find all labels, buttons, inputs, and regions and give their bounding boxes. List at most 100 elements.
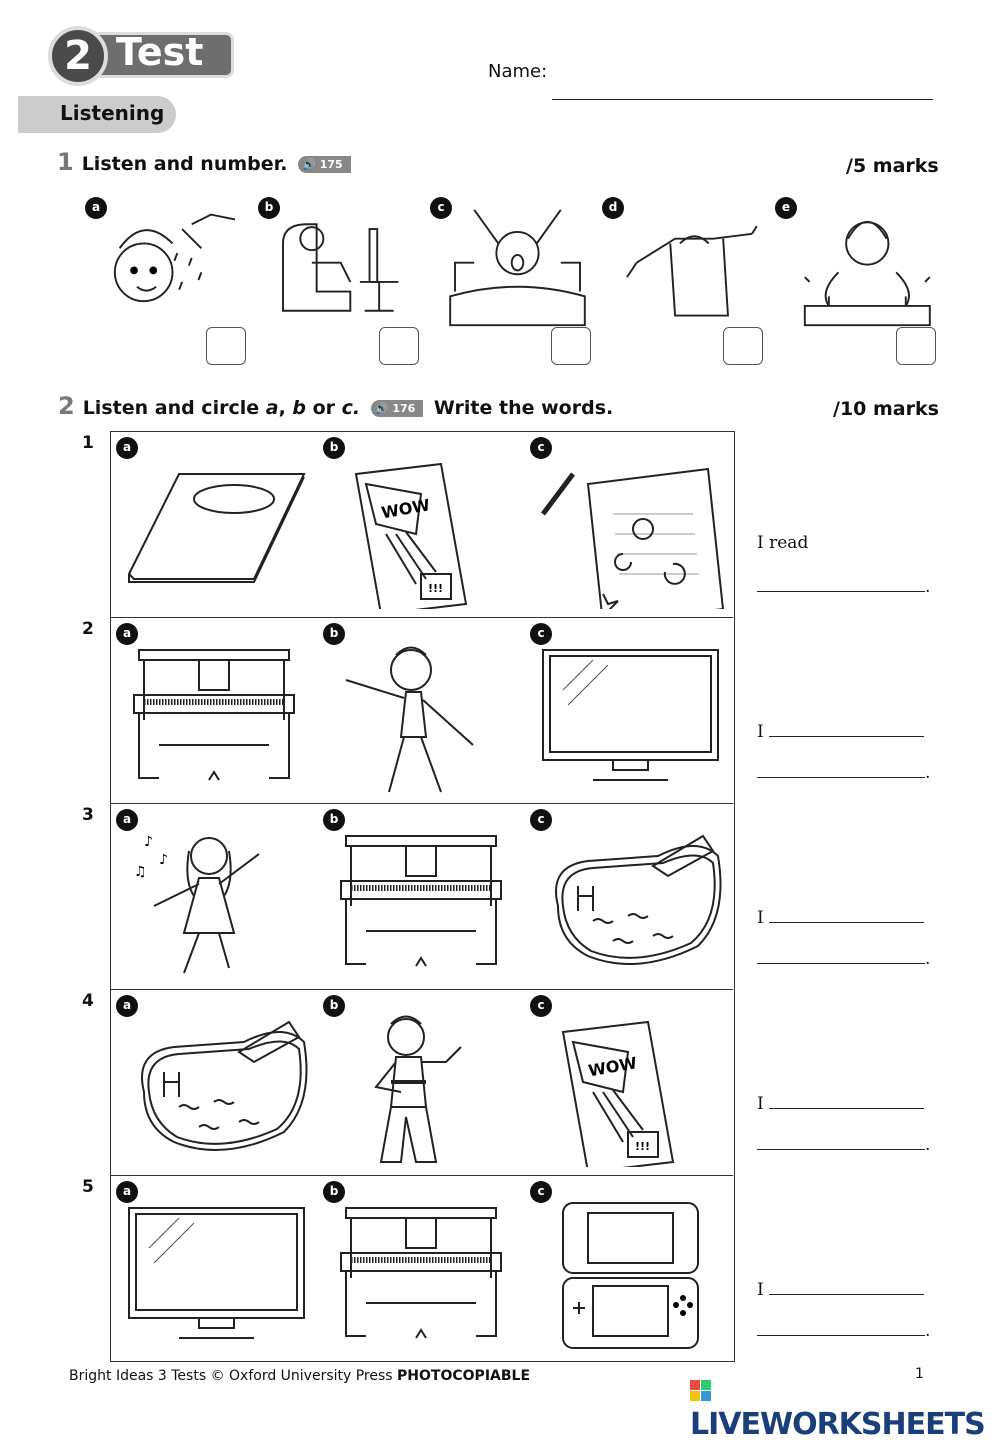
option-c[interactable]: c [525, 804, 732, 990]
answer-line-1[interactable]: I [757, 1277, 925, 1300]
question-row-3: a ♪♪♫ b c [111, 804, 733, 990]
letter-badge: c [530, 995, 552, 1017]
pool-illustration [141, 1020, 308, 1151]
wake-up-illustration [449, 209, 586, 327]
get-dressed-illustration [626, 225, 758, 317]
answer-line-2[interactable]: . [757, 946, 930, 969]
ex1-instruction: 1 Listen and number. 🔊 175 [57, 148, 355, 176]
letter-badge: a [116, 623, 138, 645]
question-number: 3 [82, 805, 94, 825]
piano-illustration [340, 835, 502, 967]
opt-a: a [265, 397, 279, 419]
audio-track-badge[interactable]: 🔊 176 [370, 400, 424, 417]
option-a[interactable]: a ♪♪♫ [111, 804, 318, 990]
question-row-1: a b WOW!!! c [111, 432, 733, 618]
answer-prefix: I read [757, 533, 809, 553]
letter-badge: b [323, 623, 345, 645]
option-a[interactable]: a [111, 618, 318, 804]
picture-c: c [430, 195, 600, 365]
tv-illustration [128, 1207, 305, 1339]
ex1-marks: /5 marks [846, 155, 939, 177]
answer-line-2[interactable]: . [757, 1318, 930, 1341]
letter-badge: c [530, 437, 552, 459]
question-row-4: a b c WOW!!! [111, 990, 733, 1176]
answer-prefix: I [757, 908, 764, 928]
letter-badge: a [116, 437, 138, 459]
game-console-illustration [562, 1202, 699, 1349]
svg-text:!!!: !!! [635, 1140, 650, 1153]
letter-badge: c [530, 1181, 552, 1203]
option-b[interactable]: b [318, 804, 525, 990]
watermark-text: LIVEWORKSHEETS [690, 1407, 986, 1442]
or-text: or [306, 397, 342, 419]
name-field[interactable] [552, 80, 933, 100]
number-answer-box[interactable] [723, 327, 763, 365]
option-b[interactable]: b [318, 618, 525, 804]
picture-a: a [85, 195, 255, 365]
opt-b: b [292, 397, 307, 419]
option-c[interactable]: c [525, 618, 732, 804]
answer-line-1[interactable]: I [757, 719, 925, 742]
option-a[interactable]: a [111, 1176, 318, 1362]
section-heading: Listening [18, 96, 176, 133]
svg-text:!!!: !!! [428, 582, 443, 595]
shower-illustration [113, 213, 236, 303]
option-a[interactable]: a [111, 432, 318, 618]
ex2-text-2: Write the words. [433, 397, 614, 419]
answer-line-1[interactable]: I [757, 905, 925, 928]
answer-line-2[interactable]: . [757, 1132, 930, 1155]
piano-illustration [340, 1207, 502, 1339]
answer-line-2[interactable]: . [757, 760, 930, 783]
tv-illustration [542, 649, 719, 781]
audio-track-badge[interactable]: 🔊 175 [298, 156, 351, 173]
number-answer-box[interactable] [896, 327, 936, 365]
svg-text:♪: ♪ [159, 852, 168, 868]
liveworksheets-watermark: LIVEWORKSHEETS [690, 1372, 1000, 1442]
question-row-5: a b c [111, 1176, 733, 1362]
piano-illustration [133, 649, 295, 781]
letter-badge: b [323, 995, 345, 1017]
option-a[interactable]: a [111, 990, 318, 1176]
letter-badge: d [602, 197, 624, 219]
option-c[interactable]: c [525, 432, 732, 618]
question-number: 2 [82, 619, 94, 639]
option-b[interactable]: b [318, 1176, 525, 1362]
watch-tv-illustration [282, 223, 399, 312]
question-number: 5 [82, 1177, 94, 1197]
letter-badge: e [775, 197, 797, 219]
ex2-grid: a b WOW!!! c a b c a ♪♪♫ b c a b c WOW!!… [110, 431, 735, 1362]
answer-line-1[interactable]: I [757, 1091, 925, 1114]
ex2-marks: /10 marks [833, 398, 939, 420]
letter-badge: a [85, 197, 107, 219]
svg-text:WOW: WOW [587, 1053, 639, 1080]
picture-e: e [775, 195, 945, 365]
number-answer-box[interactable] [551, 327, 591, 365]
pool-illustration [555, 834, 722, 965]
answer-prefix: I [757, 722, 764, 742]
wash-face-illustration [803, 221, 931, 327]
option-c[interactable]: c WOW!!! [525, 990, 732, 1176]
dancing-boy-illustration [345, 646, 474, 793]
letter-badge: c [430, 197, 452, 219]
ex1-text: Listen and number. [81, 153, 288, 175]
lw-logo-icon [690, 1380, 711, 1401]
comma: , [278, 397, 286, 419]
number-answer-box[interactable] [379, 327, 419, 365]
letter-badge: c [530, 809, 552, 831]
number-answer-box[interactable] [206, 327, 246, 365]
letter-badge: a [116, 995, 138, 1017]
footer-credit: Bright Ideas 3 Tests © Oxford University… [69, 1368, 530, 1384]
answer-line[interactable]: . [757, 574, 930, 597]
test-title: Test [116, 30, 204, 74]
opt-c: c. [341, 397, 361, 419]
test-logo: 2 Test [48, 26, 236, 86]
option-b[interactable]: b [318, 990, 525, 1176]
option-c[interactable]: c [525, 1176, 732, 1362]
answer-prefix: I [757, 1094, 764, 1114]
letter-badge: b [258, 197, 280, 219]
singing-girl-illustration: ♪♪♫ [134, 834, 260, 974]
option-b[interactable]: b WOW!!! [318, 432, 525, 618]
letter-badge: b [323, 809, 345, 831]
ex1-number: 1 [57, 148, 74, 176]
